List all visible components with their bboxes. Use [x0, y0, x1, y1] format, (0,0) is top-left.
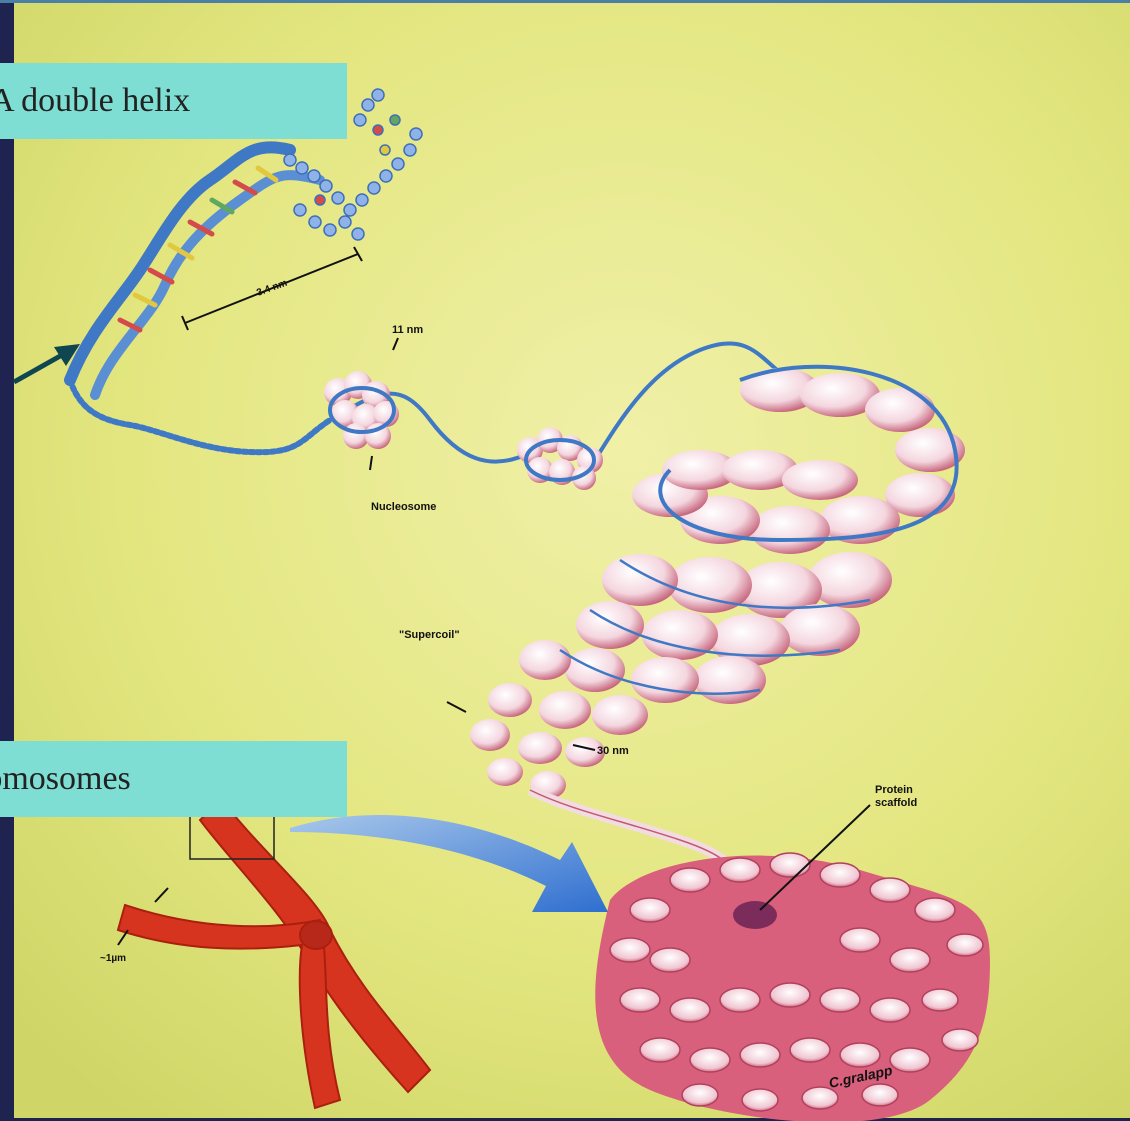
looped-domain — [595, 853, 990, 1121]
fiber-width-label: 30 nm — [597, 745, 629, 757]
scaffold-label-line1: Protein — [875, 784, 913, 796]
scaffold-label-line2: scaffold — [875, 797, 917, 809]
callout-dna-double-helix-text: A double helix — [0, 84, 190, 118]
callout-chromosomes: romosomes — [0, 741, 347, 817]
callout-chromosomes-text: romosomes — [0, 762, 131, 796]
supercoil-label: "Supercoil" — [399, 629, 460, 641]
nucleosome-width-label: 11 nm — [392, 324, 423, 336]
chromosome-width-label: ~1µm — [100, 953, 126, 964]
slide-top-edge — [0, 0, 1130, 3]
callout-dna-double-helix: A double helix — [0, 63, 347, 139]
nucleosome-label: Nucleosome — [371, 501, 436, 513]
